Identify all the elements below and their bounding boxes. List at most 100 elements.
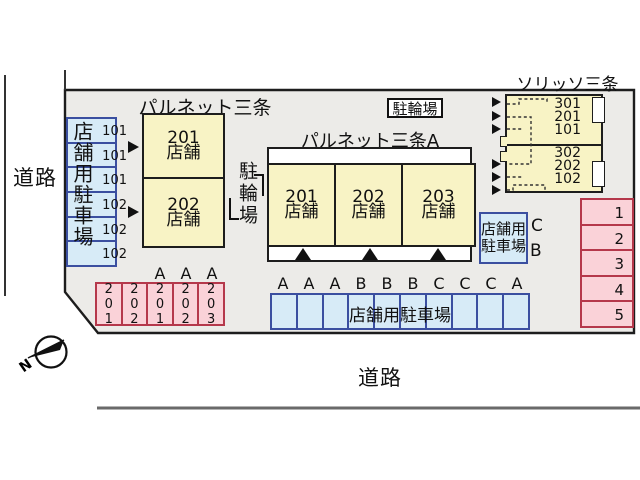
floor-divider — [505, 144, 603, 146]
parking-stall: 3 — [580, 249, 634, 277]
palnet-a-building: 201 店舗 202 店舗 203 店舗 — [267, 147, 476, 262]
wall-notch — [500, 151, 507, 162]
stall-mark: A — [206, 264, 218, 283]
right-parking-box-line2: 駐車場 — [481, 237, 527, 255]
room-number: 202 — [554, 157, 581, 174]
stall-number: 4 — [614, 280, 624, 299]
left-parking-column: 101 101 101 102 102 102 — [66, 117, 127, 268]
room-number: 302 — [554, 145, 581, 161]
stall-number: 101 — [102, 173, 127, 189]
palnet-a-unit-202: 202 店舗 — [334, 163, 403, 247]
stall-number: 202 — [126, 281, 142, 327]
entrance-arrow-icon — [128, 206, 139, 218]
stall-number: 102 — [102, 198, 127, 214]
balcony — [592, 161, 605, 187]
stall-number: 101 — [102, 148, 127, 164]
unit-type: 店舗 — [284, 202, 319, 222]
right-parking-box-line1: 店舗用 — [481, 220, 527, 238]
parking-stall: 202 — [120, 281, 149, 327]
bottom-parking-area-label: 店舗用駐車場 — [349, 306, 451, 326]
palnet-a-unit-201: 201 店舗 — [267, 163, 336, 247]
stall-number: 3 — [614, 255, 624, 274]
left-parking-area-label: 店舗用駐車場 — [70, 121, 94, 247]
parking-stall — [270, 293, 298, 330]
parking-stall: 202 — [171, 281, 200, 327]
parking-stall: 101 — [66, 117, 127, 144]
unit-number: 202 — [167, 194, 200, 215]
parking-stall — [295, 293, 324, 330]
palnet-building: 201 店舗 202 店舗 — [142, 113, 225, 248]
stall-mark: C — [531, 216, 543, 236]
parking-stall — [450, 293, 479, 330]
parking-stall — [373, 293, 401, 330]
wall-notch — [500, 136, 507, 147]
sorisso-title: ソリッソ三条 — [516, 75, 619, 95]
compass-north-label: N — [18, 356, 35, 376]
north-compass: N — [18, 335, 68, 376]
entrance-arrow-icon — [492, 172, 501, 182]
entrance-arrow-icon — [492, 111, 501, 121]
stall-number: 201 — [101, 281, 117, 327]
entrance-arrow-icon — [492, 124, 501, 134]
parking-stall: 102 — [66, 215, 127, 243]
stall-mark: C — [459, 273, 471, 293]
unit-type: 店舗 — [351, 202, 386, 222]
room-number: 201 — [554, 108, 581, 125]
unit-number: 202 — [352, 187, 385, 207]
bottom-left-marks: A A A — [147, 264, 225, 283]
entrance-arrow-icon — [492, 97, 501, 107]
bracket-mark — [254, 174, 264, 196]
stall-number: 2 — [614, 229, 624, 248]
bicycle-parking-label-boxed: 駐輪場 — [387, 98, 443, 118]
unit-type: 店舗 — [166, 209, 201, 230]
parking-stall: 1 — [580, 198, 634, 226]
entrance-arrow-icon — [128, 141, 139, 153]
stall-mark: A — [511, 273, 523, 293]
palnet-a-unit-203: 203 店舗 — [401, 163, 476, 247]
entrance-arrow-icon — [430, 248, 446, 260]
parking-stall: 5 — [580, 300, 634, 328]
unit-number: 201 — [285, 187, 318, 207]
stall-mark: C — [433, 273, 445, 293]
right-parking-box: 店舗用 駐車場 — [479, 212, 528, 264]
sorisso-lower-rooms: 302 202 102 — [554, 145, 581, 187]
stall-mark: A — [303, 273, 315, 293]
parking-stall — [502, 293, 530, 330]
bottom-left-parking-row: 201 202 201 202 203 — [95, 281, 225, 327]
parking-stall: 4 — [580, 274, 634, 303]
unit-number: 203 — [422, 187, 455, 207]
palnet-a-title: パルネット三条A — [300, 131, 440, 152]
road-label-bottom: 道路 — [358, 366, 402, 390]
unit-type: 店舗 — [166, 143, 201, 163]
stall-number: 202 — [178, 281, 194, 327]
balcony — [592, 97, 605, 123]
stall-number: 203 — [203, 281, 219, 327]
entrance-arrow-icon — [492, 185, 501, 195]
stall-number: 5 — [614, 306, 624, 325]
palnet-unit-201: 201 店舗 — [142, 113, 225, 179]
room-number: 301 — [554, 96, 581, 112]
stall-mark: B — [530, 241, 542, 261]
stall-mark: B — [355, 273, 367, 293]
entrance-arrow-icon — [492, 159, 501, 169]
sorisso-upper-rooms: 301 201 101 — [554, 96, 581, 138]
stall-number: 102 — [102, 222, 127, 238]
entrance-arrow-icon — [295, 248, 311, 260]
parking-stall: 102 — [66, 240, 127, 268]
stall-number: 101 — [102, 124, 127, 139]
bicycle-parking-label-vertical: 駐輪場 — [236, 161, 258, 227]
stall-mark: A — [277, 273, 289, 293]
stall-number: 102 — [102, 247, 127, 263]
palnet-unit-202: 202 店舗 — [142, 177, 225, 248]
parking-stall: 101 — [66, 141, 127, 169]
parking-stall: 2 — [580, 223, 634, 252]
bottom-parking-marks: A A A B B B C C C A — [270, 273, 530, 293]
room-number: 102 — [554, 170, 581, 187]
parking-stall: 203 — [197, 281, 225, 327]
sorisso-building: 301 201 101 302 202 102 — [500, 94, 605, 193]
unit-type: 店舗 — [421, 202, 456, 222]
room-number: 101 — [554, 121, 581, 138]
unit-number: 201 — [167, 128, 200, 148]
stall-number: 201 — [152, 281, 168, 327]
